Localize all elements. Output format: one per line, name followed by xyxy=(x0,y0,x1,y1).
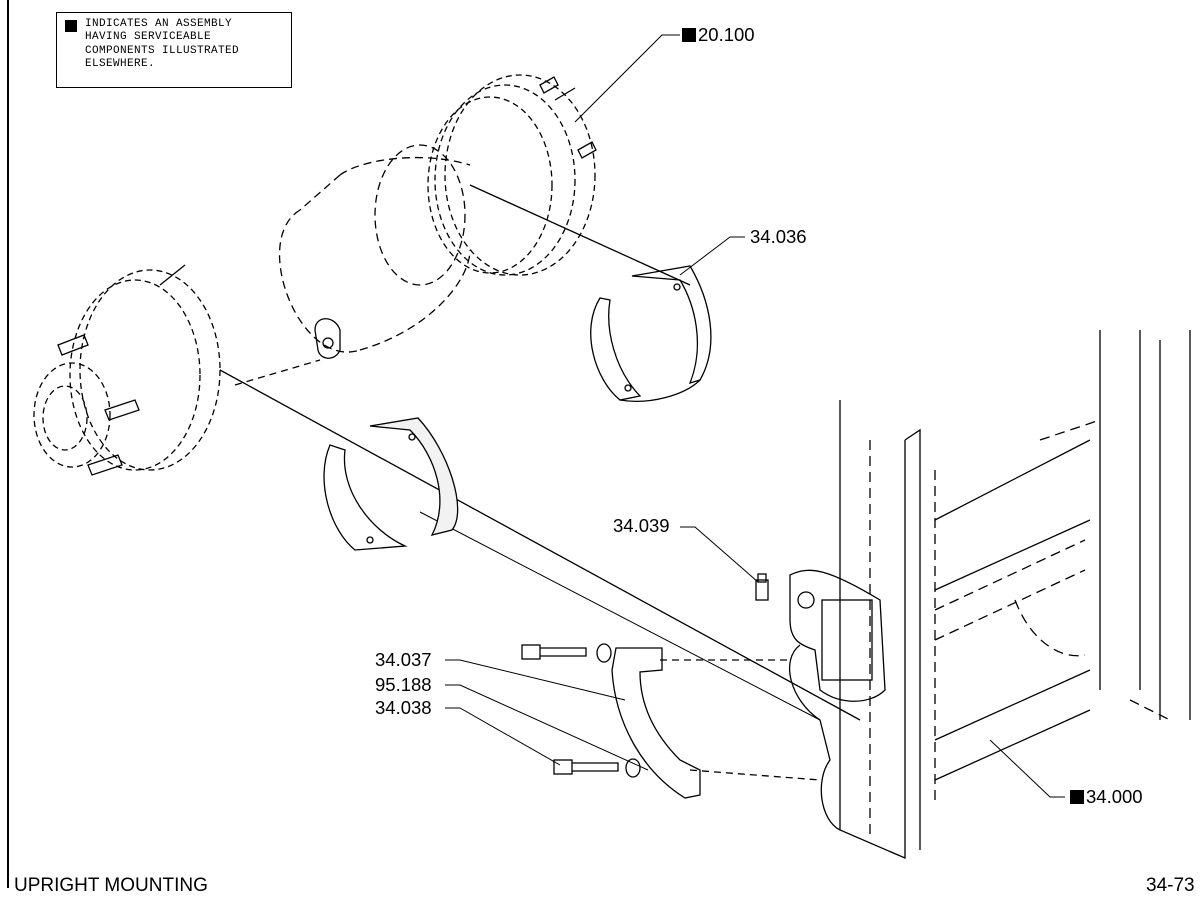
upright-hidden-lines xyxy=(869,419,1171,840)
front-hub-studs xyxy=(57,264,186,476)
rear-hub-studs xyxy=(539,76,597,159)
bolt-upper xyxy=(521,643,612,663)
callout-20100-label: 20.100 xyxy=(698,24,755,45)
front-axle-hub xyxy=(33,269,221,471)
upright-frame xyxy=(839,330,1191,859)
bearing-half-upper xyxy=(590,265,712,402)
assembly-marker-icon xyxy=(65,20,77,32)
bearing-half-lower xyxy=(323,417,459,551)
legend-text: INDICATES AN ASSEMBLY HAVING SERVICEABLE… xyxy=(85,18,239,72)
callout-34039: 34.039 xyxy=(613,515,670,536)
assembly-marker-icon xyxy=(682,28,696,42)
callout-34000: 34.000 xyxy=(1070,786,1143,807)
assembly-marker-icon xyxy=(1070,790,1084,804)
callout-20100: 20.100 xyxy=(682,24,755,45)
callout-34038: 34.038 xyxy=(375,697,432,718)
page-number: 34-73 xyxy=(1146,875,1195,896)
page-title: UPRIGHT MOUNTING xyxy=(14,875,208,896)
legend-box: INDICATES AN ASSEMBLY HAVING SERVICEABLE… xyxy=(56,12,292,88)
grease-fitting xyxy=(755,573,769,601)
legend-line-2: HAVING SERVICEABLE xyxy=(85,31,212,44)
rear-axle-hub xyxy=(427,74,596,276)
callout-95188: 95.188 xyxy=(375,674,432,695)
axle-tab xyxy=(314,318,341,359)
upright-trunnion-bracket xyxy=(788,569,886,831)
callout-34036: 34.036 xyxy=(750,226,807,247)
dashed-alignment-lines xyxy=(234,359,821,781)
callout-leaders xyxy=(445,34,1065,798)
legend-line-1: INDICATES AN ASSEMBLY xyxy=(85,18,233,30)
mounting-bracket xyxy=(611,647,701,799)
callout-34000-label: 34.000 xyxy=(1086,786,1143,807)
axle-tube xyxy=(278,144,471,353)
legend-line-3: COMPONENTS ILLUSTRATED xyxy=(85,44,240,57)
legend-line-4: ELSEWHERE. xyxy=(85,58,156,71)
bolt-lower xyxy=(553,758,641,778)
alignment-lines xyxy=(219,184,861,721)
callout-34037: 34.037 xyxy=(375,649,432,670)
